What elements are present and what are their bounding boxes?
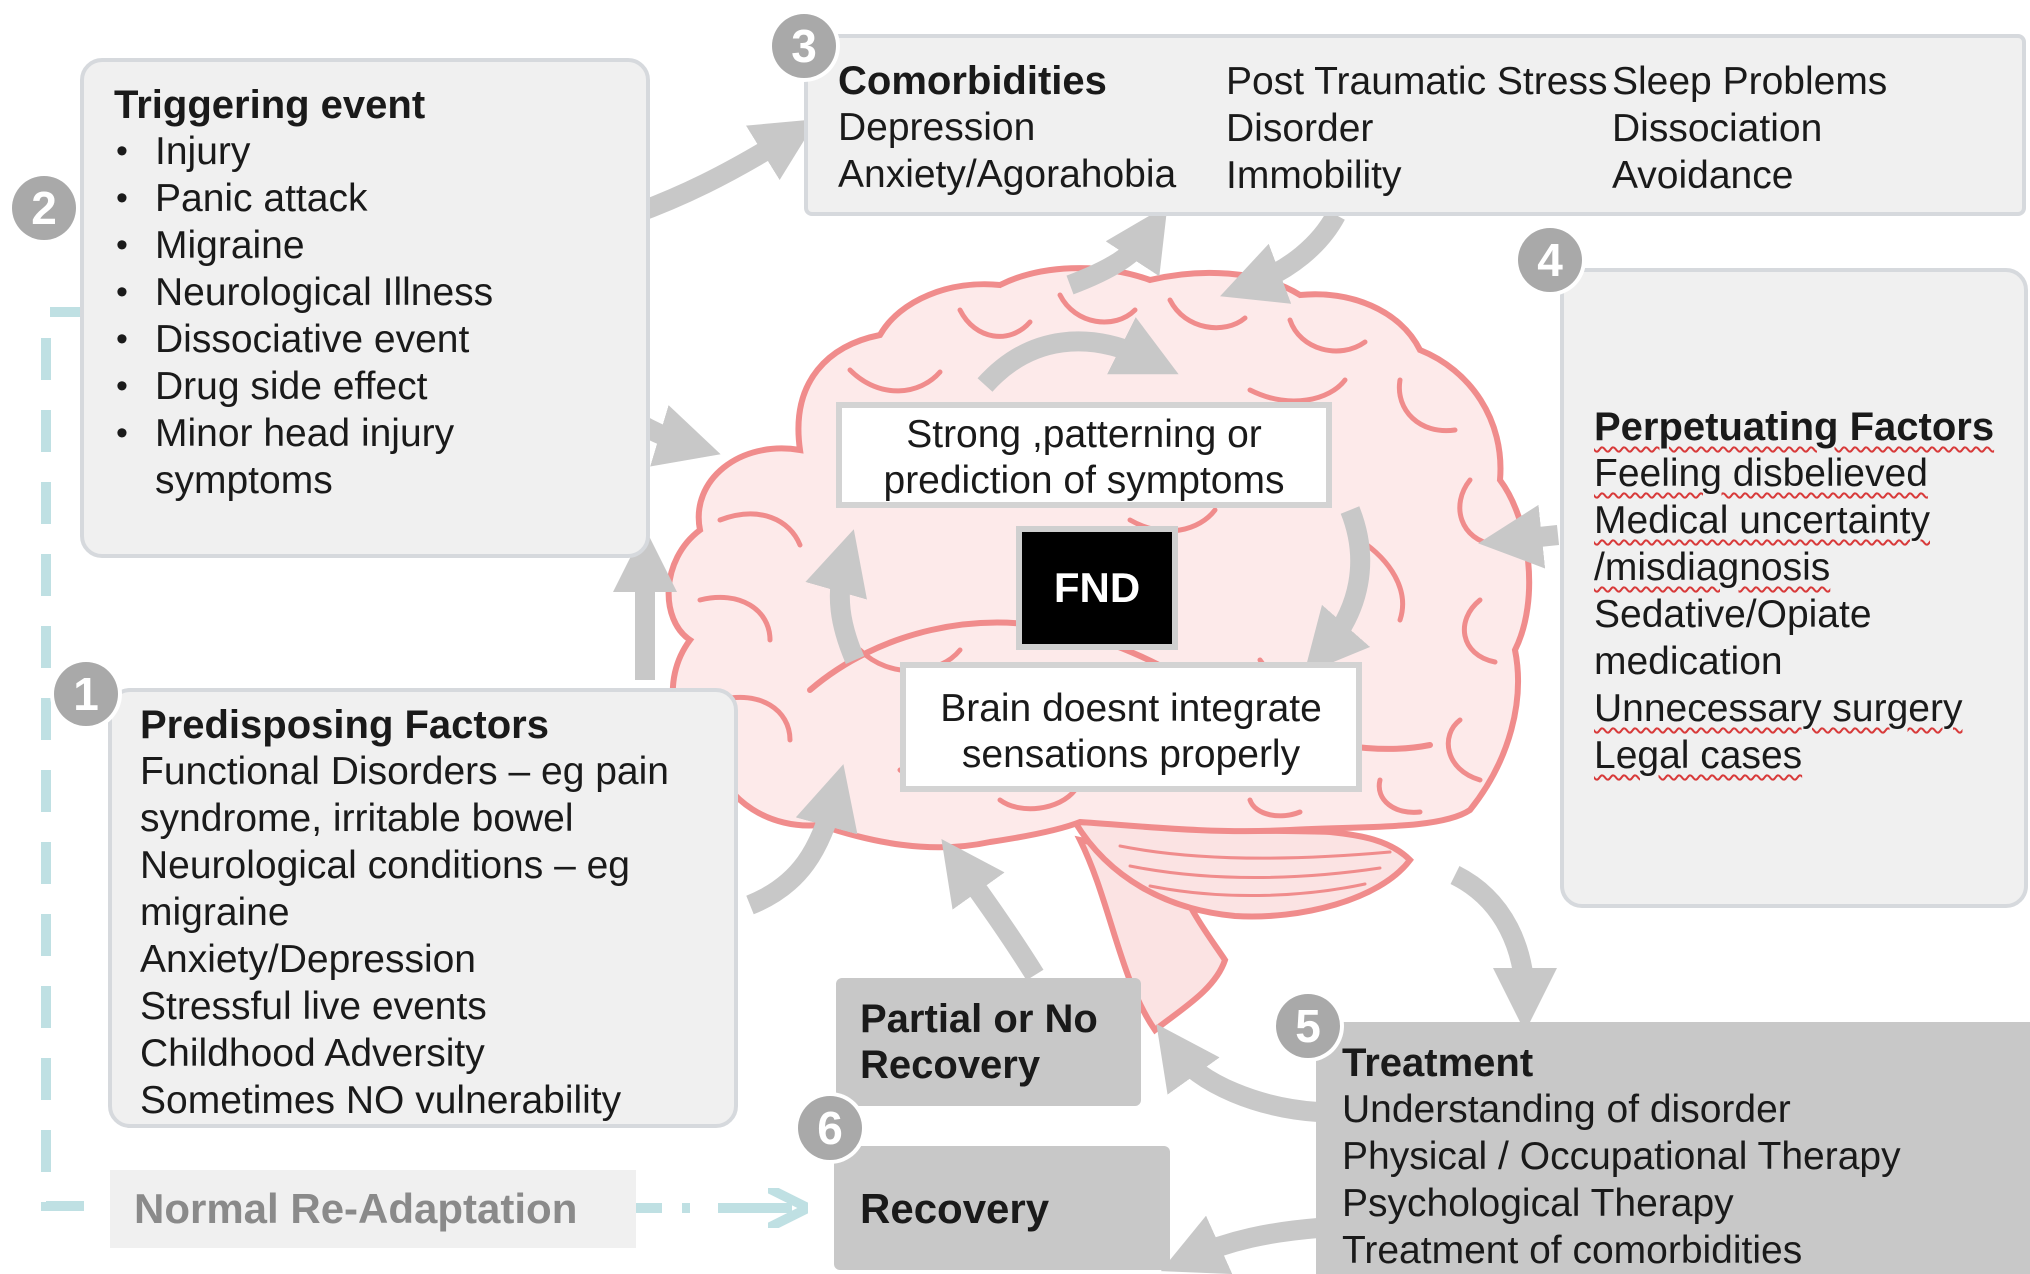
recovery-label: Recovery	[860, 1185, 1050, 1232]
predisposing-item: syndrome, irritable bowel	[140, 797, 574, 840]
perpetuating-item: Unnecessary surgery	[1594, 687, 1963, 730]
partial-recovery-box: Partial or No Recovery	[836, 978, 1141, 1106]
comorbidities-col2: Post Traumatic Stress Disorder Immobilit…	[1226, 58, 1607, 199]
integration-box: Brain doesnt integrate sensations proper…	[900, 662, 1362, 792]
perpetuating-item: Legal cases	[1594, 734, 1803, 777]
arrow-brain-to-comorbidities	[1066, 205, 1168, 295]
treatment-title: Treatment	[1342, 1041, 1534, 1085]
perpetuating-factors-box: Perpetuating Factors Feeling disbelieved…	[1560, 268, 2028, 908]
predisposing-item: Sometimes NO vulnerability	[140, 1079, 622, 1122]
arrow-brain-loop-top	[977, 317, 1179, 392]
trigger-item: Minor head injury	[114, 410, 646, 457]
comorbidity-item: Dissociation	[1612, 107, 1823, 150]
triggering-event-title: Triggering event	[114, 83, 426, 127]
patterning-line: Strong ,patterning or	[906, 413, 1262, 456]
triggering-event-box: Triggering event Injury Panic attack Mig…	[80, 58, 650, 558]
treatment-item: Treatment of comorbidities	[1342, 1229, 1803, 1272]
treatment-item: Physical / Occupational Therapy	[1342, 1135, 1901, 1178]
normal-readaptation-path	[41, 307, 792, 1208]
trigger-item-continuation: symptoms	[155, 459, 333, 502]
patterning-prediction-box: Strong ,patterning or prediction of symp…	[836, 402, 1332, 508]
comorbidity-item: Avoidance	[1612, 154, 1794, 197]
arrow-brain-loop-left	[805, 529, 867, 664]
normal-readaptation-label: Normal Re-Adaptation	[110, 1170, 636, 1248]
comorbidity-item: Disorder	[1226, 107, 1374, 150]
treatment-item: Psychological Therapy	[1342, 1182, 1734, 1225]
fnd-label-box: FND	[1016, 526, 1178, 650]
partial-recovery-line: Recovery	[860, 1043, 1041, 1087]
step-badge-4: 4	[1518, 228, 1582, 292]
comorbidity-item: Anxiety/Agorahobia	[838, 153, 1177, 196]
step-badge-5: 5	[1276, 994, 1340, 1058]
predisposing-factors-title: Predisposing Factors	[140, 703, 549, 747]
comorbidities-box: Comorbidities Depression Anxiety/Agoraho…	[804, 34, 2026, 216]
comorbidity-item: Sleep Problems	[1612, 60, 1888, 103]
brain-stem	[1074, 835, 1229, 1035]
cerebellum-folds	[1118, 844, 1392, 898]
step-badge-3: 3	[772, 14, 836, 78]
perpetuating-factors-title: Perpetuating Factors	[1594, 405, 1995, 449]
arrow-comorbidities-to-brain	[1220, 210, 1345, 304]
perpetuating-item: Medical uncertainty	[1594, 499, 1930, 542]
trigger-item: Neurological Illness	[114, 269, 646, 316]
predisposing-item: Neurological conditions – eg	[140, 844, 630, 887]
perpetuating-item: Feeling disbelieved	[1594, 452, 1928, 495]
step-badge-1: 1	[54, 662, 118, 726]
perpetuating-item: Sedative/Opiate	[1594, 593, 1872, 636]
treatment-box: Treatment Understanding of disorder Phys…	[1316, 1022, 2030, 1274]
comorbidity-item: Post Traumatic Stress	[1226, 60, 1608, 103]
treatment-item: Understanding of disorder	[1342, 1088, 1791, 1131]
perpetuating-item: medication	[1594, 640, 1783, 683]
arrow-brain-loop-right	[1303, 506, 1371, 675]
step-badge-2: 2	[12, 176, 76, 240]
trigger-item: Panic attack	[114, 175, 646, 222]
arrow-predisposing-to-brain	[746, 764, 858, 915]
predisposing-item: migraine	[140, 891, 290, 934]
comorbidities-title: Comorbidities	[838, 59, 1107, 103]
arrow-treatment-to-partial	[1156, 1023, 1319, 1122]
comorbidity-item: Depression	[838, 106, 1036, 149]
arrow-perpetuating-to-brain	[1478, 504, 1560, 569]
trigger-item: Injury	[114, 128, 646, 175]
predisposing-item: Functional Disorders – eg pain	[140, 750, 669, 793]
recovery-box: Recovery	[834, 1146, 1170, 1270]
predisposing-item: Anxiety/Depression	[140, 938, 476, 981]
predisposing-factors-box: Predisposing Factors Functional Disorder…	[108, 688, 738, 1128]
arrow-treatment-to-recovery	[1160, 1215, 1319, 1274]
triggering-event-list: Injury Panic attack Migraine Neurologica…	[114, 128, 646, 457]
step-badge-6: 6	[798, 1096, 862, 1160]
fnd-label: FND	[1053, 564, 1141, 611]
trigger-item: Drug side effect	[114, 363, 646, 410]
predisposing-item: Childhood Adversity	[140, 1032, 485, 1075]
comorbidities-col1: Comorbidities Depression Anxiety/Agoraho…	[838, 58, 1176, 198]
partial-recovery-line: Partial or No	[860, 997, 1098, 1041]
arrow-partial-to-brain	[941, 838, 1044, 981]
trigger-item: Migraine	[114, 222, 646, 269]
predisposing-item: Stressful live events	[140, 985, 487, 1028]
integration-line: Brain doesnt integrate	[940, 687, 1322, 730]
arrow-brain-to-treatment	[1450, 866, 1557, 1032]
comorbidities-col3: Sleep Problems Dissociation Avoidance	[1612, 58, 1887, 199]
comorbidity-item: Immobility	[1226, 154, 1402, 197]
trigger-item: Dissociative event	[114, 316, 646, 363]
perpetuating-item: /misdiagnosis	[1594, 546, 1831, 589]
patterning-line: prediction of symptoms	[883, 459, 1285, 502]
integration-line: sensations properly	[961, 733, 1301, 776]
